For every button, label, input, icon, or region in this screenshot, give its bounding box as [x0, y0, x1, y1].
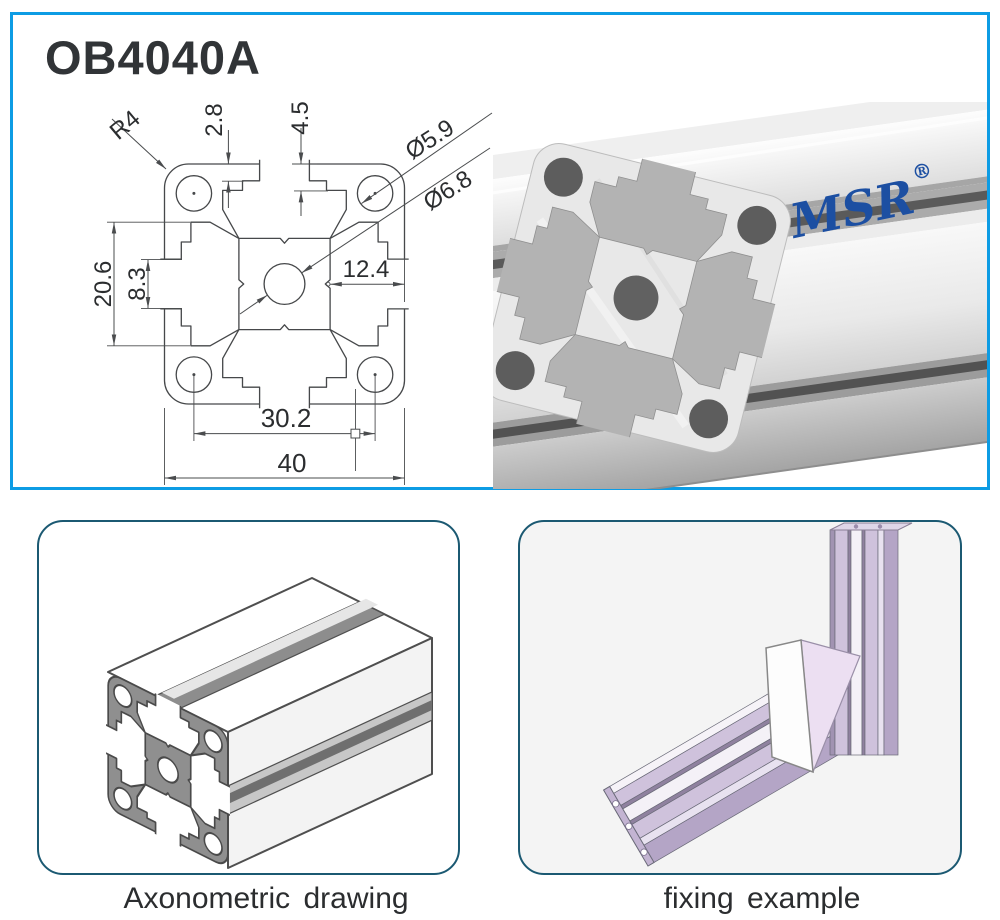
dim-label-12-4: 12.4 [343, 256, 390, 283]
vertical-profile [829, 522, 913, 756]
axonometric-drawing [104, 577, 433, 869]
product-model-title: OB4040A [45, 31, 261, 84]
axonometric-end-face [104, 675, 232, 865]
dim-label-2-8: 2.8 [201, 103, 228, 136]
extrusion-end-face [493, 143, 791, 453]
dim-label-4-5: 4.5 [287, 101, 314, 134]
dim-label-r4: R4 [105, 105, 146, 145]
axonometric-caption: Axonometric drawing [123, 882, 409, 915]
dim-label-dia-5-9: Ø5.9 [401, 114, 459, 165]
registered-trademark-icon: ® [910, 157, 935, 185]
dim-label-30-2: 30.2 [261, 403, 312, 433]
cross-section-drawing: 20.6 8.3 2.8 4.5 12.4 30.2 40 R4 Ø5.9 Ø6… [90, 101, 493, 485]
fixing-caption: fixing example [663, 882, 861, 915]
dim-label-dia-6-8: Ø6.8 [419, 165, 477, 216]
product-photo: MSR ® [493, 102, 987, 489]
extension-lines [107, 163, 405, 485]
dim-label-20-6: 20.6 [90, 261, 117, 308]
dim-label-40: 40 [278, 448, 307, 478]
gusset-bracket-plate [765, 639, 814, 774]
dimension-lines [111, 112, 493, 481]
center-hole [263, 262, 306, 306]
dim-label-8-3: 8.3 [124, 267, 151, 300]
fixing-example-illustration [602, 522, 913, 867]
